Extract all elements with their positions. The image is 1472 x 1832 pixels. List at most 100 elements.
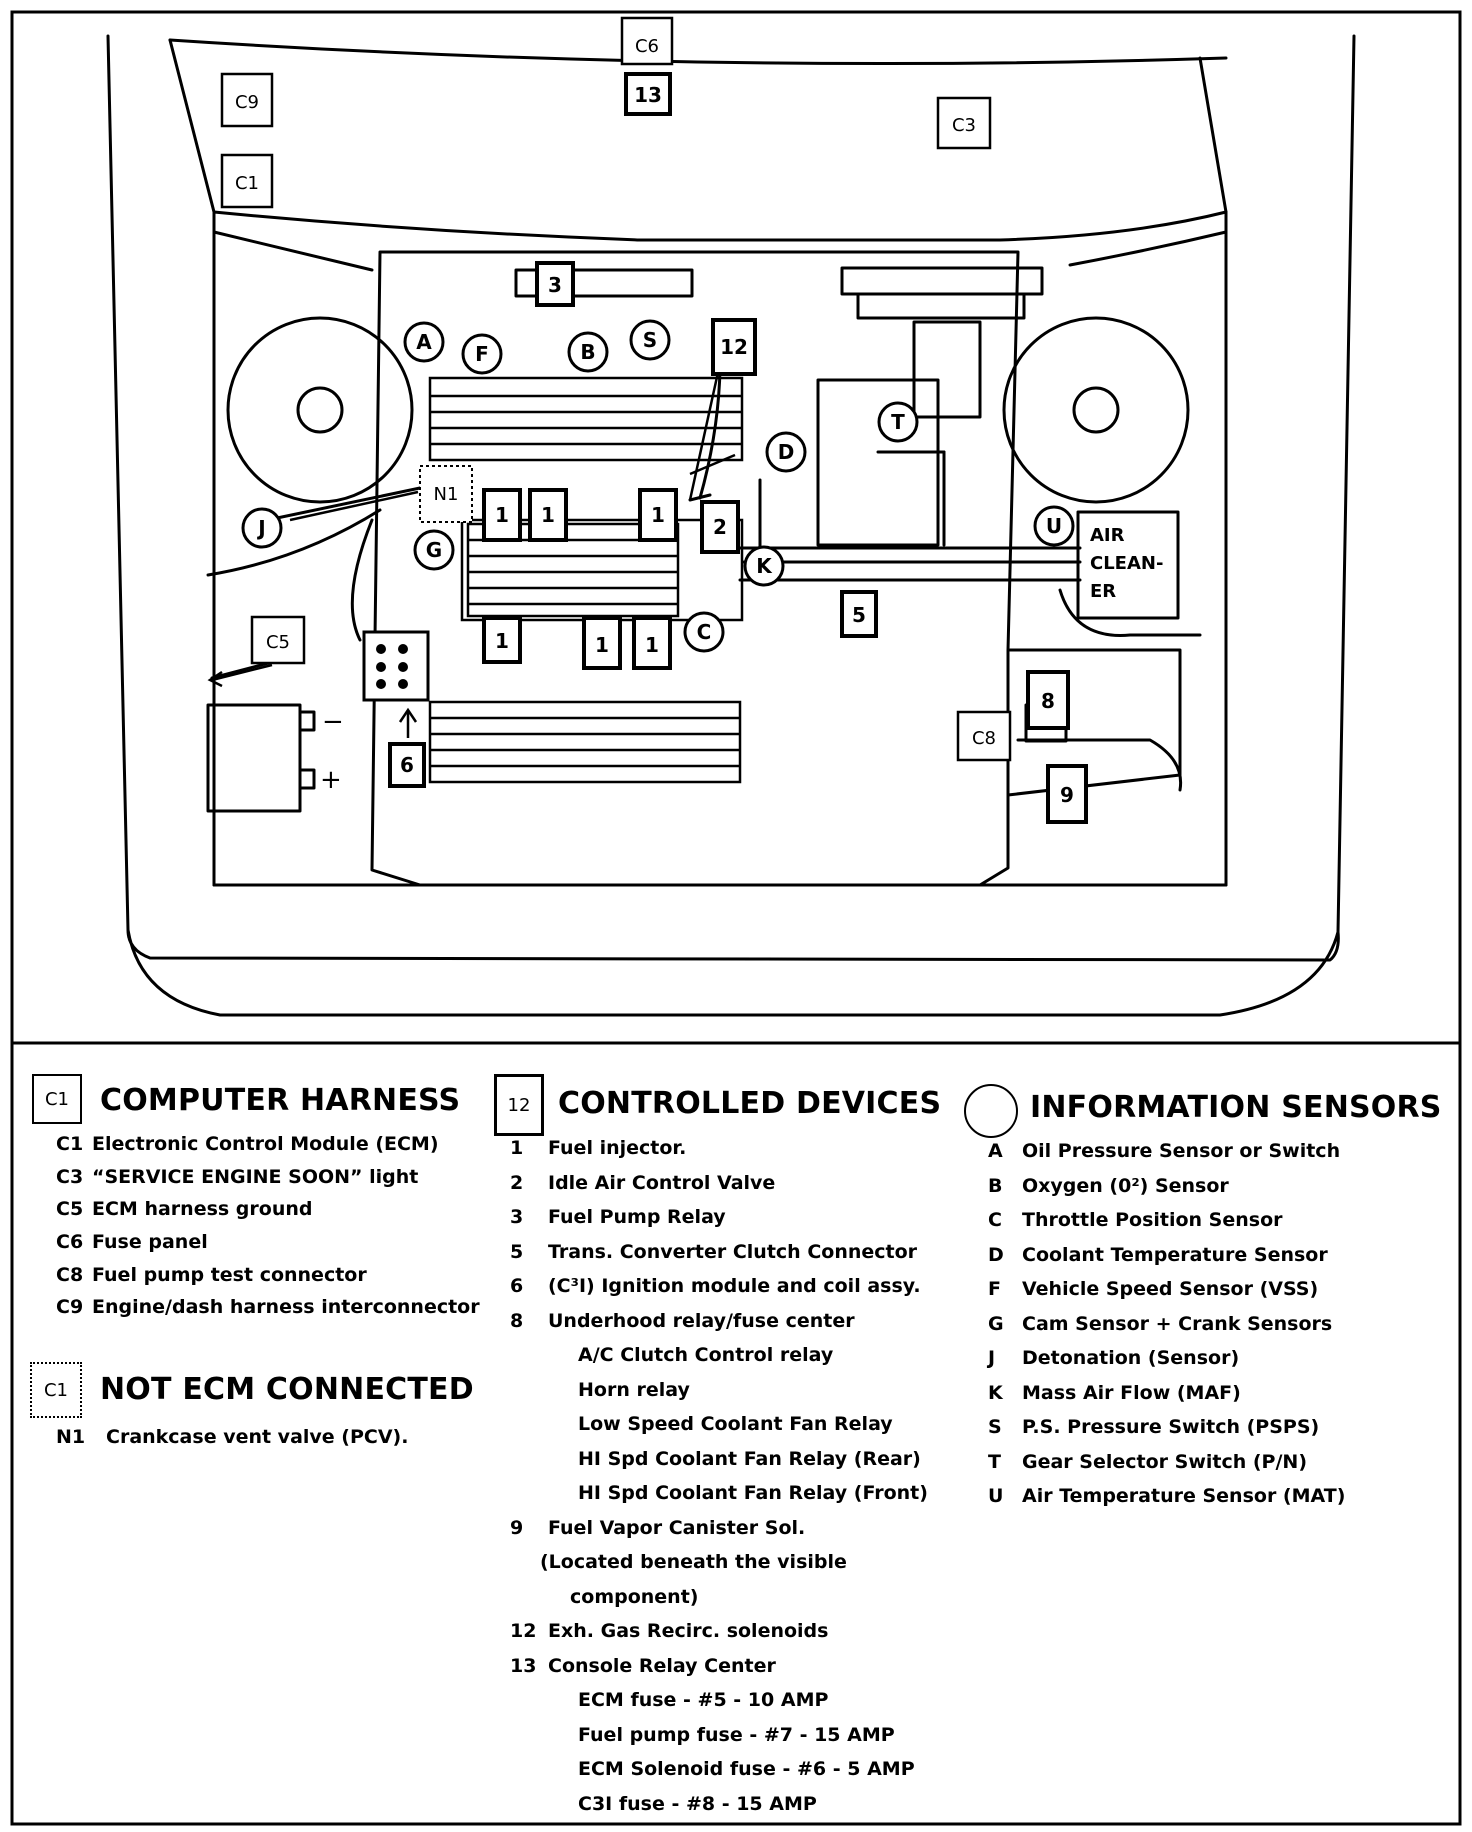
- device-1a: 1: [495, 503, 509, 527]
- legend-item-text: Mass Air Flow (MAF): [1022, 1381, 1241, 1404]
- legend-item: Low Speed Coolant Fan Relay: [510, 1407, 928, 1442]
- hood-back-line: [168, 38, 1228, 66]
- legend-item-text: “SERVICE ENGINE SOON” light: [92, 1165, 419, 1188]
- legend-item: A/C Clutch Control relay: [510, 1338, 928, 1373]
- legend-not-ecm-box-label: C1: [43, 1379, 69, 1401]
- n1-label: N1: [434, 484, 459, 505]
- legend-item-text: Fuel pump test connector: [92, 1263, 367, 1286]
- device-12: 12: [720, 335, 748, 359]
- legend-item-text: Fuel injector.: [548, 1137, 687, 1160]
- legend-item-code: 5: [510, 1240, 524, 1263]
- legend-computer-harness-list: C1 Electronic Control Module (ECM) C3 “SERV…: [56, 1128, 480, 1324]
- sensor-u: U: [1046, 514, 1062, 538]
- legend-item-text: A/C Clutch Control relay: [578, 1344, 834, 1367]
- legend-item-text: ECM fuse - #5 - 10 AMP: [578, 1689, 829, 1712]
- legend-item-code: J: [988, 1347, 996, 1370]
- right-wheel: [1002, 316, 1190, 504]
- cowl-line: [212, 210, 1228, 242]
- legend-item-text: Idle Air Control Valve: [548, 1171, 776, 1194]
- legend-item-text: Fuel pump fuse - #7 - 15 AMP: [578, 1723, 895, 1746]
- legend-item-text: C3I fuse - #8 - 15 AMP: [578, 1792, 817, 1815]
- legend-item: ECM Solenoid fuse - #6 - 5 AMP: [510, 1752, 928, 1787]
- legend-item-code: G: [988, 1312, 1004, 1335]
- device-6: 6: [400, 753, 414, 777]
- legend-item-code: C: [988, 1209, 1002, 1232]
- air-cleaner-line-1: AIR: [1090, 525, 1125, 546]
- harness-wire-j: [206, 508, 382, 577]
- device-1b: 1: [541, 503, 555, 527]
- maf-tube: [738, 546, 1082, 582]
- air-cleaner-line-3: ER: [1090, 581, 1116, 602]
- battery-minus: −: [322, 707, 344, 737]
- sensor-s: S: [643, 328, 657, 352]
- legend-item-code: A: [988, 1140, 1003, 1163]
- legend-item-code: 12: [510, 1620, 537, 1643]
- legend-item-text: component): [570, 1585, 699, 1608]
- legend-information-sensors-title: INFORMATION SENSORS: [1030, 1090, 1442, 1125]
- connector-c6: C6: [635, 36, 659, 57]
- legend-item: 6(C³I) Ignition module and coil assy.: [510, 1269, 928, 1304]
- left-fender-line: [106, 34, 130, 932]
- legend-item: Horn relay: [510, 1373, 928, 1408]
- legend-item-text: Gear Selector Switch (P/N): [1022, 1450, 1308, 1473]
- legend-controlled-devices-box-label: 12: [507, 1094, 531, 1116]
- device-13: 13: [634, 83, 662, 107]
- ignition-module: [362, 630, 430, 702]
- legend-item-text: HI Spd Coolant Fan Relay (Front): [578, 1482, 928, 1505]
- fuel-rail: [514, 268, 694, 298]
- legend-item-text: Vehicle Speed Sensor (VSS): [1022, 1278, 1319, 1301]
- connector-c3: C3: [952, 115, 976, 136]
- legend-item: G Cam Sensor + Crank Sensors: [988, 1307, 1345, 1342]
- front-bumper: [126, 928, 1340, 1017]
- legend-item-text: HI Spd Coolant Fan Relay (Rear): [578, 1447, 921, 1470]
- legend-item: K Mass Air Flow (MAF): [988, 1376, 1345, 1411]
- device-boxes: [388, 72, 1088, 824]
- device-1e: 1: [595, 633, 609, 657]
- air-cleaner: [1076, 510, 1180, 620]
- sensor-d: D: [778, 440, 795, 464]
- sensor-circles: [241, 319, 1075, 653]
- connector-c5: C5: [266, 632, 290, 653]
- legend-item-text: Underhood relay/fuse center: [548, 1309, 855, 1332]
- legend-item-code: 6: [510, 1275, 524, 1298]
- legend-item-text: Cam Sensor + Crank Sensors: [1022, 1312, 1333, 1335]
- legend-item-code: C1: [56, 1133, 84, 1156]
- legend-not-ecm-box: C1: [30, 1362, 82, 1418]
- legend-controlled-devices-title: CONTROLLED DEVICES: [558, 1086, 942, 1121]
- legend-item-text: Trans. Converter Clutch Connector: [548, 1240, 918, 1263]
- legend-item-text: Detonation (Sensor): [1022, 1347, 1240, 1370]
- legend-item: C1 Electronic Control Module (ECM): [56, 1128, 480, 1161]
- left-wheel: [226, 316, 414, 504]
- legend-information-sensors-circle: [964, 1084, 1018, 1138]
- legend-item-text: Crankcase vent valve (PCV).: [106, 1426, 409, 1449]
- legend-item-code: C8: [56, 1263, 84, 1286]
- legend-item: C3I fuse - #8 - 15 AMP: [510, 1787, 928, 1822]
- sensor-g: G: [426, 538, 442, 562]
- legend-item-text: Fuel Vapor Canister Sol.: [548, 1516, 806, 1539]
- legend-item-code: S: [988, 1416, 1002, 1439]
- left-hub: [296, 386, 344, 434]
- legend-item-text: Fuel Pump Relay: [548, 1206, 726, 1229]
- right-fender-line: [1336, 34, 1356, 934]
- legend-item-text: Air Temperature Sensor (MAT): [1022, 1485, 1346, 1508]
- connector-c9: C9: [235, 92, 259, 113]
- legend-item-code: F: [988, 1278, 1001, 1301]
- legend-item-code: C3: [56, 1165, 84, 1188]
- legend-item-text: Electronic Control Module (ECM): [92, 1133, 439, 1156]
- legend-item-code: K: [988, 1381, 1003, 1404]
- legend-item: HI Spd Coolant Fan Relay (Front): [510, 1476, 928, 1511]
